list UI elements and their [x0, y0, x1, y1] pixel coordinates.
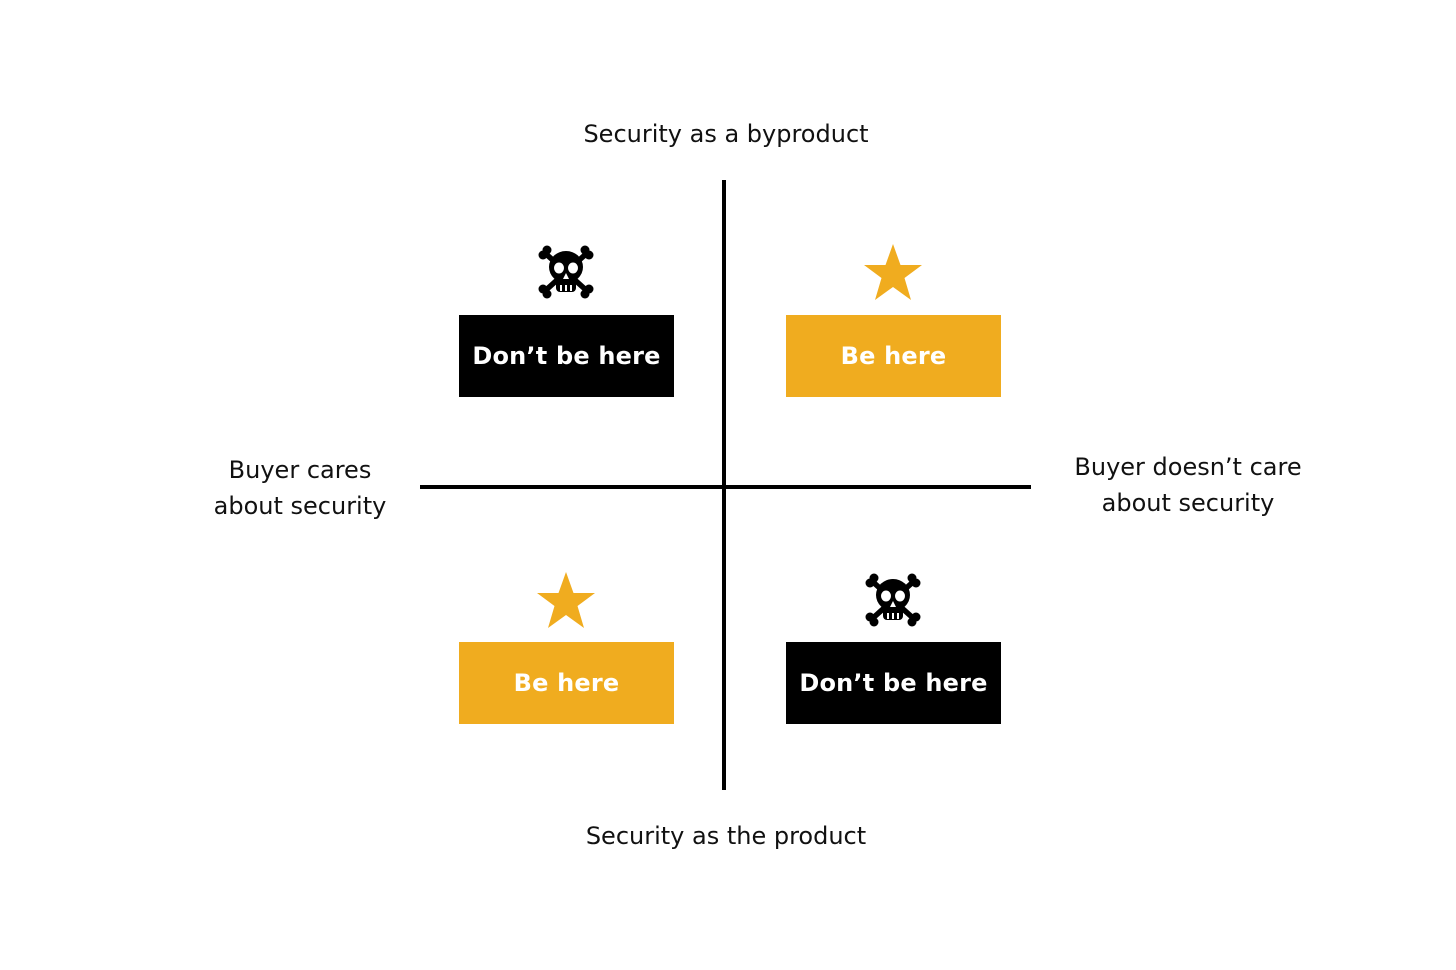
- skull-crossbones-icon: [861, 568, 925, 632]
- axis-label-left: Buyer cares about security: [180, 452, 420, 524]
- axis-label-right-line-2: about security: [1101, 489, 1275, 517]
- quadrant-top-right-label: Be here: [840, 342, 947, 370]
- skull-crossbones-icon: [534, 240, 598, 304]
- quadrant-top-left-label: Don’t be here: [472, 342, 661, 370]
- quadrant-bottom-left-box: Be here: [459, 642, 674, 724]
- star-icon: [861, 242, 925, 306]
- axis-label-right-line-1: Buyer doesn’t care: [1074, 453, 1302, 481]
- axis-label-left-line-1: Buyer cares: [228, 456, 372, 484]
- horizontal-axis: [420, 485, 1031, 489]
- quadrant-bottom-right-box: Don’t be here: [786, 642, 1001, 724]
- quadrant-top-right-box: Be here: [786, 315, 1001, 397]
- axis-label-right: Buyer doesn’t care about security: [1040, 449, 1336, 521]
- quadrant-bottom-left-label: Be here: [513, 669, 620, 697]
- quadrant-top-left-box: Don’t be here: [459, 315, 674, 397]
- quadrant-bottom-right-label: Don’t be here: [799, 669, 988, 697]
- axis-label-left-line-2: about security: [213, 492, 387, 520]
- star-icon: [534, 570, 598, 634]
- axis-label-bottom: Security as the product: [585, 822, 867, 850]
- axis-label-top: Security as a byproduct: [583, 120, 869, 148]
